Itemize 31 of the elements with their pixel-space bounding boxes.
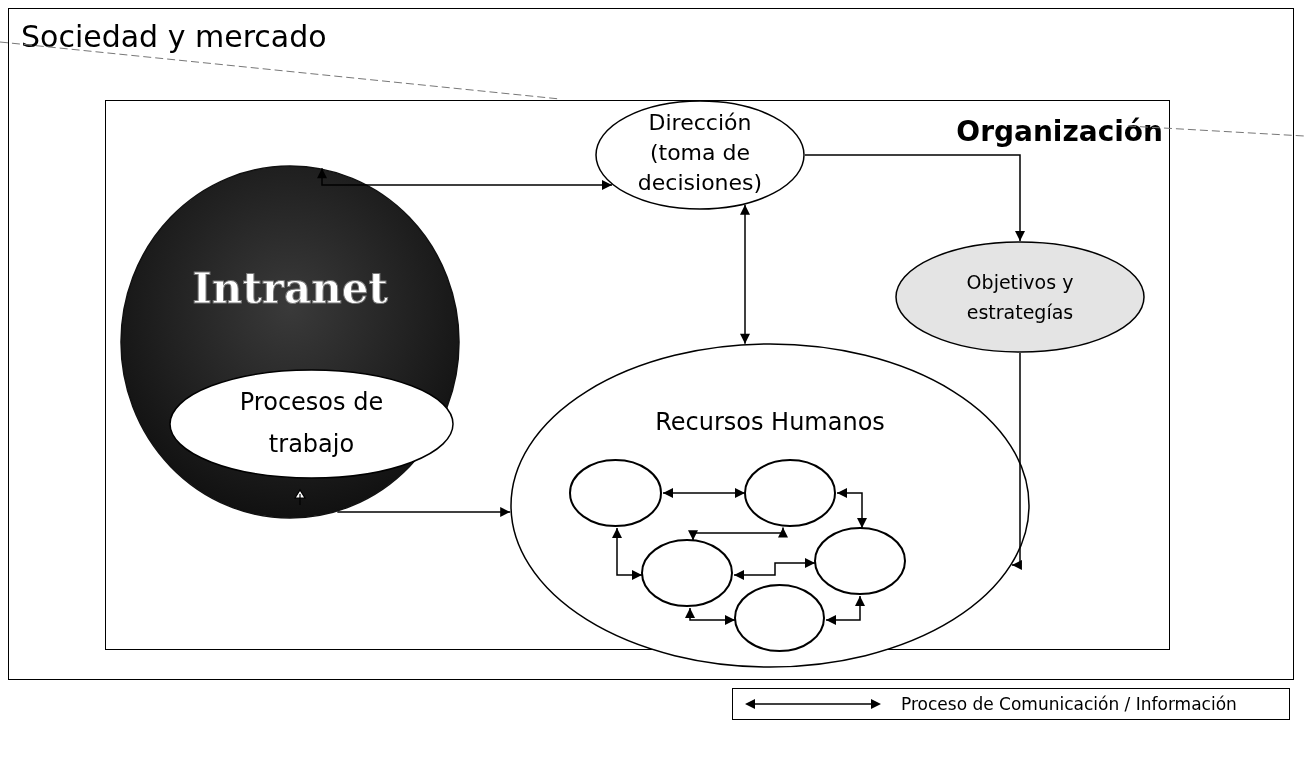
ring-ellipse: [120, 165, 460, 519]
node-label: Dirección (toma de decisiones): [636, 109, 764, 197]
node-label: Procesos de trabajo: [238, 387, 385, 460]
frame-heading: Sociedad y mercado: [21, 19, 327, 55]
connector-arrow: [825, 595, 865, 625]
connector-arrow: [740, 203, 750, 345]
connector-arrow: [688, 526, 788, 541]
frame-heading: Organización: [956, 115, 1163, 149]
legend-label: Proceso de Comunicación / Información: [901, 693, 1237, 715]
connector-arrow: [662, 488, 746, 498]
large-ellipse: [510, 343, 1030, 668]
node-label: Intranet: [191, 265, 389, 313]
ellipse-node: [169, 369, 454, 479]
outer-frame: [8, 8, 1294, 680]
small-circle: [569, 459, 662, 527]
connector-arrow: [685, 607, 736, 625]
ellipse-node: [595, 100, 805, 210]
small-circle: [744, 459, 836, 527]
small-circle: [641, 539, 733, 607]
small-circle: [734, 584, 825, 652]
connector-arrow: [336, 507, 511, 517]
shaded-ellipse: [895, 241, 1145, 353]
connector-arrow: [733, 558, 816, 580]
node-label: Objetivos y estrategías: [965, 270, 1075, 325]
connector-arrow: [836, 488, 867, 529]
connector-arrow: [1011, 352, 1022, 570]
connector-arrow: [612, 527, 643, 580]
connector-arrow: [317, 167, 613, 190]
connector-arrow: [804, 154, 1025, 242]
node-label: Recursos Humanos: [654, 407, 886, 437]
small-circle: [814, 527, 906, 595]
